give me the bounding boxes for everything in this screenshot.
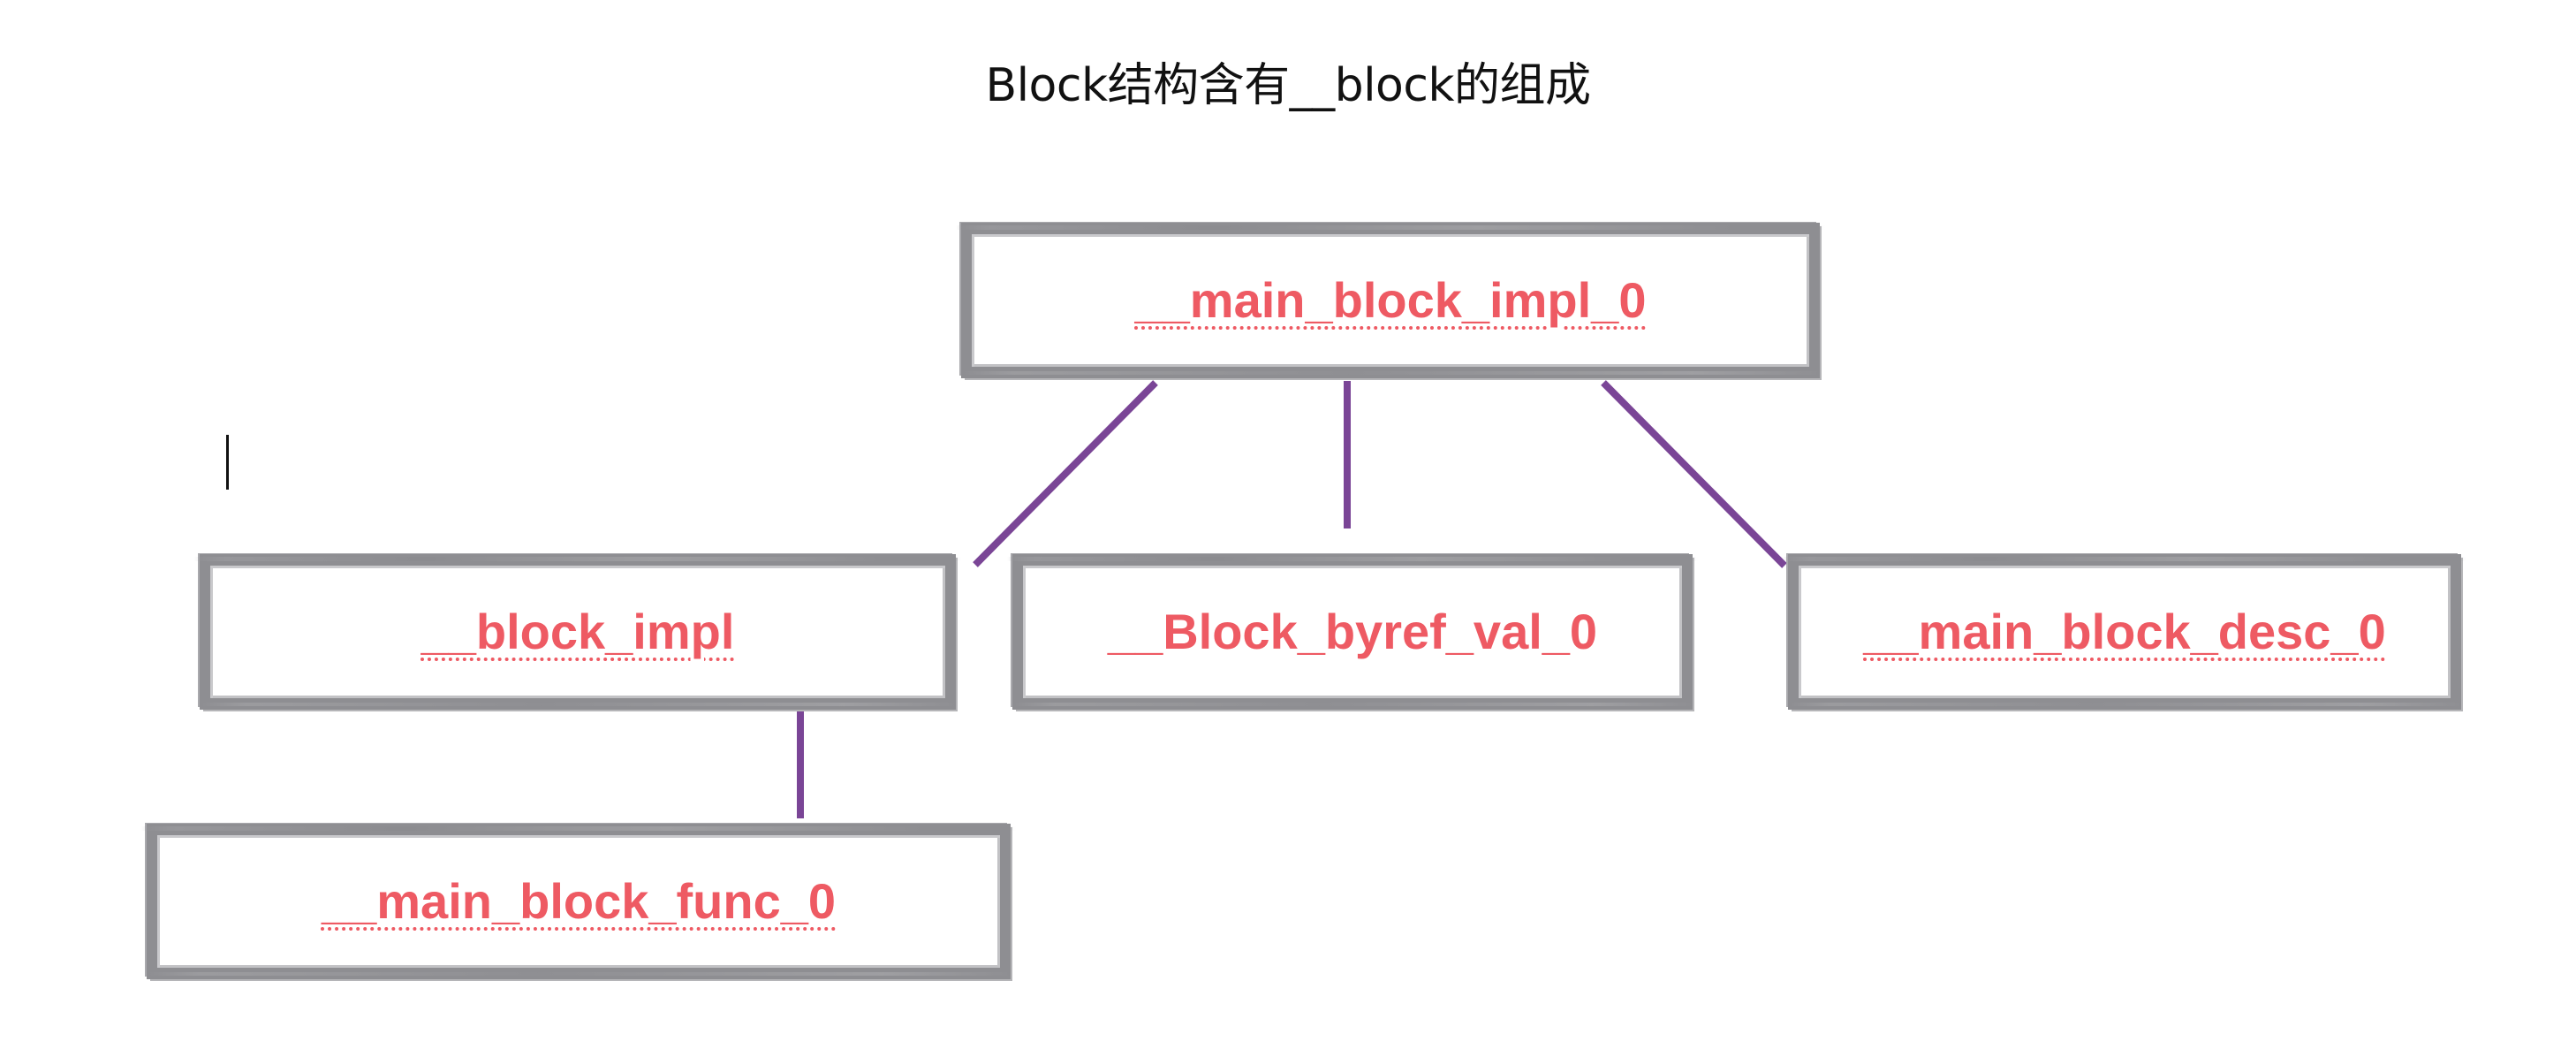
node-main-block-impl: __main_block_impl_0 xyxy=(956,223,1825,378)
node-label: __Block_byref_val_0 xyxy=(1107,604,1598,659)
node-main-block-func: __main_block_func_0 xyxy=(141,824,1016,979)
connector-main-impl-to-desc xyxy=(1601,380,1787,568)
diagram-title: Block结构含有__block的组成 xyxy=(985,59,1591,112)
node-label: __main_block_impl_0 xyxy=(1134,272,1647,328)
node-label: __main_block_func_0 xyxy=(321,873,837,929)
connector-main-impl-to-block-impl xyxy=(973,380,1158,567)
node-label: __main_block_desc_0 xyxy=(1863,604,2386,659)
text-cursor xyxy=(226,435,229,490)
node-block-impl: __block_impl xyxy=(194,554,961,710)
node-block-byref-val: __Block_byref_val_0 xyxy=(1007,554,1698,710)
node-main-block-desc: __main_block_desc_0 xyxy=(1783,554,2466,710)
node-label: __block_impl xyxy=(420,604,735,659)
